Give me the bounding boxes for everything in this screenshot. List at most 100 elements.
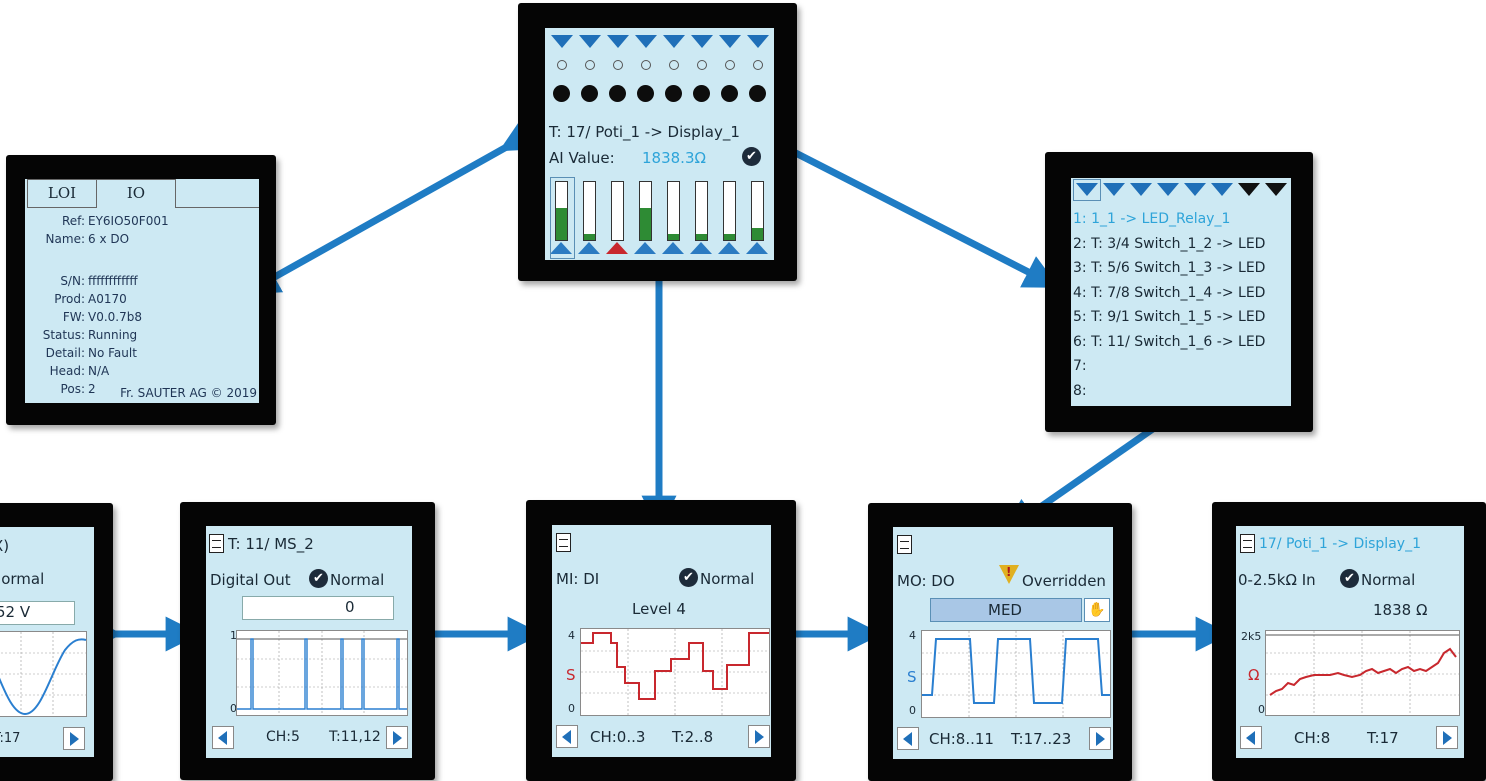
- channel-up-arrow-icon[interactable]: [634, 242, 656, 254]
- next-arrow-icon: [1096, 732, 1105, 746]
- next-arrow-icon: [393, 731, 402, 745]
- channel-level-bar: [667, 181, 680, 241]
- channel-up-arrow-icon[interactable]: [690, 242, 712, 254]
- channel-down-arrow-icon[interactable]: [691, 35, 713, 48]
- do-value-box: 0: [242, 596, 394, 620]
- mo-value: MED: [988, 601, 1022, 619]
- channel-state-ring: [641, 60, 651, 70]
- channel-state-dot: [581, 85, 598, 102]
- ao-status: Normal: [0, 570, 45, 588]
- list-item[interactable]: 8:: [1073, 382, 1087, 399]
- info-value: A0170: [88, 292, 127, 306]
- mo-y-bottom: 0: [909, 704, 916, 717]
- ai-screen: 17/ Poti_1 -> Display_1 0-2.5kΩ In ✔ Nor…: [1236, 526, 1464, 758]
- selected-channel-box[interactable]: [1073, 179, 1101, 201]
- hand-override-icon[interactable]: ✋: [1084, 598, 1110, 622]
- info-label: Prod:: [54, 292, 85, 306]
- overview-title: T: 17/ Poti_1 -> Display_1: [549, 123, 740, 141]
- do-title: T: 11/ MS_2: [228, 535, 314, 553]
- document-icon[interactable]: [1240, 534, 1255, 553]
- ao-value: 52 V: [0, 603, 31, 621]
- channel-up-arrow-icon[interactable]: [606, 242, 628, 254]
- info-label: Ref:: [61, 214, 85, 228]
- do-y-bottom: 0: [230, 702, 237, 715]
- mi-y-unit: S: [566, 666, 576, 684]
- mo-screen: MO: DO ! Overridden MED ✋ 4 S 0 CH:8..11…: [893, 527, 1113, 759]
- next-arrow-icon: [70, 732, 79, 746]
- prev-button[interactable]: [212, 726, 234, 749]
- channel-level-fill: [696, 234, 707, 240]
- prev-arrow-icon: [218, 731, 227, 745]
- channel-state-ring: [725, 60, 735, 70]
- channel-state-ring: [753, 60, 763, 70]
- overview-device: T: 17/ Poti_1 -> Display_1 AI Value: 183…: [518, 3, 797, 281]
- ai-value: 1838.3Ω: [642, 149, 706, 167]
- prev-button[interactable]: [1240, 726, 1262, 749]
- prev-button[interactable]: [556, 725, 578, 748]
- channel-down-arrow-icon[interactable]: [1103, 183, 1125, 196]
- do-screen: T: 11/ MS_2 Digital Out ✔ Normal 0 1 0 C…: [206, 526, 412, 758]
- channel-state-dot: [693, 85, 710, 102]
- next-button[interactable]: [748, 725, 770, 748]
- ai-y-top: 2k5: [1241, 630, 1262, 643]
- channel-level-fill: [556, 208, 567, 240]
- list-item[interactable]: 4: T: 7/8 Switch_1_4 -> LED: [1073, 284, 1266, 301]
- selected-channel-box[interactable]: [550, 177, 575, 259]
- mi-status: Normal: [700, 570, 755, 588]
- prev-button[interactable]: [897, 727, 919, 750]
- channel-state-dot: [749, 85, 766, 102]
- channel-down-arrow-icon[interactable]: [1157, 183, 1179, 196]
- mi-value: Level 4: [632, 600, 686, 618]
- channel-down-arrow-icon[interactable]: [1238, 183, 1260, 196]
- channel-down-arrow-icon[interactable]: [551, 35, 573, 48]
- channel-down-arrow-icon[interactable]: [635, 35, 657, 48]
- list-item[interactable]: 5: T: 9/1 Switch_1_5 -> LED: [1073, 309, 1266, 325]
- channel-down-arrow-icon[interactable]: [719, 35, 741, 48]
- ai-value-label: AI Value:: [549, 149, 615, 167]
- channel-down-arrow-icon[interactable]: [579, 35, 601, 48]
- channel-up-arrow-icon[interactable]: [550, 242, 572, 254]
- channel-state-ring: [669, 60, 679, 70]
- channel-down-arrow-icon[interactable]: [1184, 183, 1206, 196]
- channel-state-dot: [609, 85, 626, 102]
- mi-channel: CH:0..3: [590, 728, 646, 746]
- ai-mode: 0-2.5kΩ In: [1238, 571, 1316, 589]
- list-item[interactable]: 2: T: 3/4 Switch_1_2 -> LED: [1073, 235, 1266, 252]
- channel-down-arrow-icon[interactable]: [1211, 183, 1233, 196]
- next-button[interactable]: [1436, 726, 1458, 749]
- do-trend-plot: [236, 630, 408, 716]
- list-item[interactable]: 6: T: 11/ Switch_1_6 -> LED: [1073, 333, 1266, 350]
- do-terminal: T:11,12: [329, 729, 381, 745]
- arrow-overview-io: [244, 118, 539, 295]
- channel-down-arrow-icon[interactable]: [663, 35, 685, 48]
- channel-down-arrow-icon[interactable]: [607, 35, 629, 48]
- channel-up-arrow-icon[interactable]: [578, 242, 600, 254]
- channel-state-dot: [637, 85, 654, 102]
- document-icon[interactable]: [556, 533, 571, 552]
- channel-state-dot: [553, 85, 570, 102]
- channel-up-arrow-icon[interactable]: [662, 242, 684, 254]
- channel-up-arrow-icon[interactable]: [746, 242, 768, 254]
- tab-io[interactable]: IO: [96, 179, 176, 207]
- next-button[interactable]: [1089, 727, 1111, 750]
- channel-level-bar: [751, 181, 764, 241]
- info-label: Head:: [49, 364, 85, 378]
- channel-up-arrow-icon[interactable]: [718, 242, 740, 254]
- next-button[interactable]: [386, 726, 408, 749]
- list-item[interactable]: 3: T: 5/6 Switch_1_3 -> LED: [1073, 260, 1266, 276]
- next-button[interactable]: [63, 727, 85, 750]
- list-item[interactable]: 7:: [1073, 358, 1087, 374]
- channel-down-arrow-icon[interactable]: [1130, 183, 1152, 196]
- list-item[interactable]: 1: 1_1 -> LED_Relay_1: [1073, 211, 1231, 227]
- document-icon[interactable]: [897, 535, 912, 554]
- channel-down-arrow-icon[interactable]: [1076, 183, 1098, 196]
- mo-value-box[interactable]: MED: [930, 598, 1082, 622]
- channel-down-arrow-icon[interactable]: [747, 35, 769, 48]
- mo-mode: MO: DO: [897, 572, 955, 590]
- channel-down-arrow-icon[interactable]: [1265, 183, 1287, 196]
- warning-icon: [999, 565, 1019, 584]
- document-icon[interactable]: [209, 534, 224, 553]
- tab-loi[interactable]: LOI: [27, 179, 97, 208]
- ao-sine-trace: [0, 632, 87, 716]
- ai-value: 1838 Ω: [1373, 601, 1428, 619]
